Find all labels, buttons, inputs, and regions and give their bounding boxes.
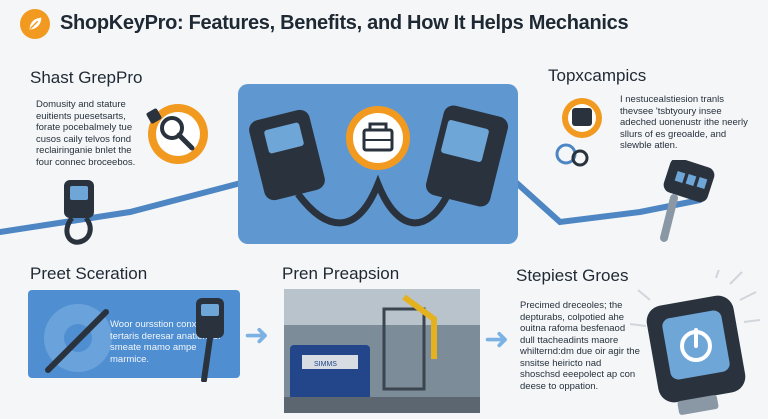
section-heading-bottom-middle: Pren Preapsion [282, 264, 400, 283]
section-text-bottom-left: Woor oursstion conxted tertaris deresar … [110, 319, 222, 365]
gear-icon [44, 304, 112, 373]
scan-tool-icon [249, 109, 325, 201]
key-fob-icon [64, 180, 94, 245]
section-heading-bottom-right: Stepiest Groes [516, 266, 629, 285]
leaf-logo-icon [29, 17, 42, 30]
hub-illustration [249, 105, 509, 227]
toolbox-icon [362, 122, 394, 152]
key-remote-icon [660, 160, 715, 242]
section-heading-top-left: Shast GrepPro [30, 68, 143, 87]
section-heading-bottom-left: Preet Sceration [30, 264, 148, 283]
arrow-right-icon: ➜ [244, 319, 270, 352]
handheld-scanner-icon [196, 298, 224, 382]
handheld-tablet-icon [425, 105, 509, 207]
smart-device-icon [630, 270, 760, 415]
diagnostic-device-icon [555, 98, 602, 167]
brand-logo [20, 9, 50, 39]
section-heading-top-right: Topxcampics [548, 66, 647, 85]
section-text-top-left: Domusity and stature euitients puesetsar… [36, 99, 136, 168]
section-text-top-right: I nestucealstiesion tranls thevsee 'tsbt… [620, 94, 748, 151]
power-icon [680, 328, 712, 362]
arrow-right-icon: ➜ [484, 323, 510, 356]
magnifier-wrench-icon [146, 104, 208, 164]
page-title: ShopKeyPro: Features, Benefits, and How … [60, 12, 629, 34]
section-text-bottom-right: Precimed dreceoles; the depturabs, colpo… [520, 300, 640, 392]
photo-label: SIMMS [314, 361, 337, 368]
workshop-photo: SIMMS [284, 289, 480, 413]
